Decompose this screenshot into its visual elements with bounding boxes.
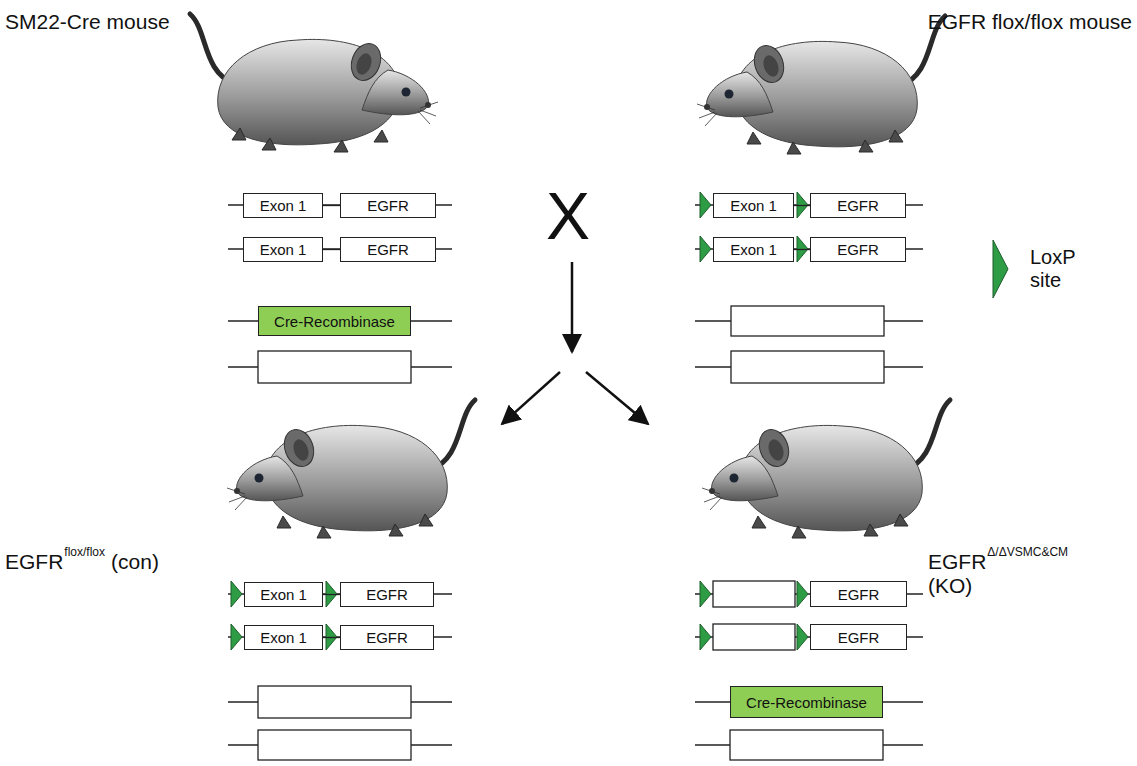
gene-label: EGFR	[838, 587, 880, 602]
cross-symbol: X	[546, 180, 590, 253]
dna-link	[794, 249, 810, 250]
legend-text: LoxP site	[1030, 246, 1088, 292]
dna-link	[323, 205, 340, 206]
empty-gene-box	[258, 730, 411, 760]
loxp-triangle	[797, 581, 808, 607]
dna-link	[323, 594, 340, 595]
genotype-label: EGFR	[928, 550, 986, 573]
empty-gene-box	[731, 351, 884, 383]
empty-gene-box	[258, 351, 411, 383]
cre-gene-box: Cre-Recombinase	[258, 306, 411, 336]
cross-arrow	[571, 262, 574, 352]
gene-label: Exon 1	[260, 587, 307, 602]
cross-arrow	[586, 372, 648, 424]
gene-label: EGFR	[366, 630, 408, 645]
gene-label: Cre-Recombinase	[274, 314, 395, 329]
genotype-label: (con)	[111, 550, 159, 573]
loxp-triangle	[797, 624, 808, 650]
loxp-triangle	[231, 581, 242, 607]
mouse-figure	[697, 16, 945, 154]
gene-box: Exon 1	[244, 625, 323, 650]
gene-box: EGFR	[340, 582, 434, 607]
dna-link	[323, 637, 340, 638]
genotype-label: (KO)	[928, 574, 972, 597]
gene-label: Cre-Recombinase	[746, 695, 867, 710]
gene-box: EGFR	[340, 237, 436, 262]
gene-label: Exon 1	[260, 198, 307, 213]
loxp-triangle	[700, 581, 711, 607]
gene-label: EGFR	[366, 587, 408, 602]
gene-box: EGFR	[810, 624, 907, 650]
loxp-triangle	[700, 236, 711, 262]
cre-gene-box: Cre-Recombinase	[730, 686, 883, 718]
gene-label: EGFR	[838, 630, 880, 645]
gene-label: Exon 1	[730, 198, 777, 213]
gene-box: Exon 1	[243, 237, 323, 262]
gene-label: Exon 1	[260, 630, 307, 645]
genotype-label: EGFR	[5, 550, 63, 573]
gene-label: EGFR	[837, 242, 879, 257]
gene-box: EGFR	[340, 625, 434, 650]
loxp-swatch	[990, 238, 1014, 300]
gene-label: Exon 1	[260, 242, 307, 257]
empty-gene-box	[731, 306, 884, 336]
cross-arrow	[502, 372, 560, 424]
loxp-triangle	[231, 624, 242, 650]
empty-gene-box	[713, 624, 795, 650]
empty-gene-box	[258, 686, 411, 718]
loxp-triangle	[700, 192, 711, 218]
gene-box: Exon 1	[244, 582, 323, 607]
mouse-figure	[702, 400, 950, 538]
gene-box: Exon 1	[713, 193, 794, 218]
gene-box: Exon 1	[713, 237, 794, 262]
genotype-superscript: Δ/ΔVSMC&CM	[987, 546, 1068, 559]
panel-title: EGFR flox/flox mouse	[928, 10, 1132, 33]
gene-box: EGFR	[810, 193, 906, 218]
mouse-figure	[190, 14, 438, 152]
gene-box: Exon 1	[243, 193, 323, 218]
empty-gene-box	[730, 730, 883, 760]
gene-label: Exon 1	[730, 242, 777, 257]
dna-link	[794, 205, 810, 206]
dna-link	[323, 249, 340, 250]
gene-label: EGFR	[367, 242, 409, 257]
panel-title: SM22-Cre mouse	[5, 10, 170, 33]
genotype-superscript: flox/flox	[64, 546, 105, 559]
gene-label: EGFR	[367, 198, 409, 213]
gene-box: EGFR	[340, 193, 436, 218]
gene-box: EGFR	[810, 581, 907, 607]
gene-label: EGFR	[837, 198, 879, 213]
mouse-figure	[227, 400, 475, 538]
empty-gene-box	[713, 581, 795, 607]
gene-box: EGFR	[810, 237, 906, 262]
loxp-triangle	[700, 624, 711, 650]
